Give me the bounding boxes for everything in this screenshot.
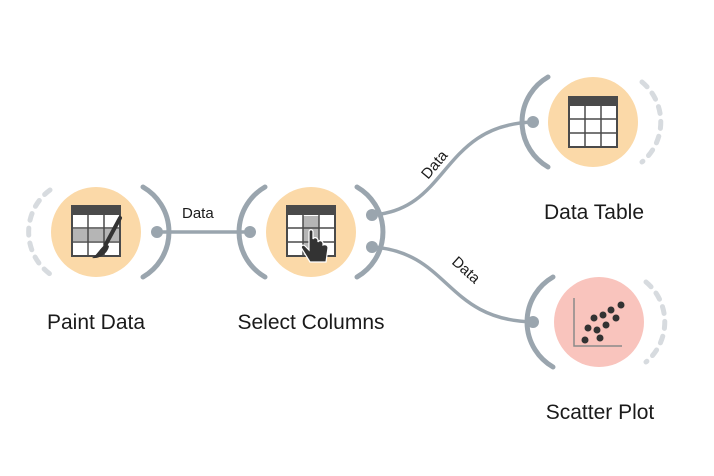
output-channel[interactable]	[140, 184, 172, 280]
node-body[interactable]	[554, 277, 644, 367]
output-channel	[639, 79, 664, 165]
node-paint-data[interactable]: Paint Data	[26, 184, 172, 334]
output-channel[interactable]	[354, 184, 386, 280]
input-channel[interactable]	[519, 74, 551, 170]
link-label: Data	[182, 205, 214, 222]
input-anchor[interactable]	[527, 116, 539, 128]
output-anchor[interactable]	[151, 226, 163, 238]
link-select-to-scatter[interactable]: Data	[371, 245, 534, 324]
node-label: Scatter Plot	[546, 401, 655, 424]
select-columns-icon	[286, 205, 336, 263]
input-anchor[interactable]	[527, 316, 539, 328]
input-anchor[interactable]	[244, 226, 256, 238]
output-channel	[643, 279, 668, 365]
node-label: Paint Data	[47, 311, 145, 334]
data-table-icon	[568, 96, 618, 148]
node-select-columns[interactable]: Select Columns	[236, 184, 386, 334]
node-data-table[interactable]: Data Table	[519, 74, 664, 224]
link-label: Data	[418, 147, 452, 183]
link-label: Data	[448, 253, 483, 287]
output-anchor-1[interactable]	[366, 209, 378, 221]
scatter-plot-icon	[573, 298, 625, 347]
node-label: Select Columns	[237, 311, 384, 334]
link-paint-to-select[interactable]: Data	[157, 205, 250, 234]
paint-data-icon	[71, 205, 122, 259]
input-channel	[26, 187, 53, 277]
node-label: Data Table	[544, 201, 644, 224]
input-channel[interactable]	[236, 184, 268, 280]
link-select-to-table[interactable]: Data	[371, 120, 534, 217]
node-scatter-plot[interactable]: Scatter Plot	[524, 274, 668, 424]
output-anchor-2[interactable]	[366, 241, 378, 253]
